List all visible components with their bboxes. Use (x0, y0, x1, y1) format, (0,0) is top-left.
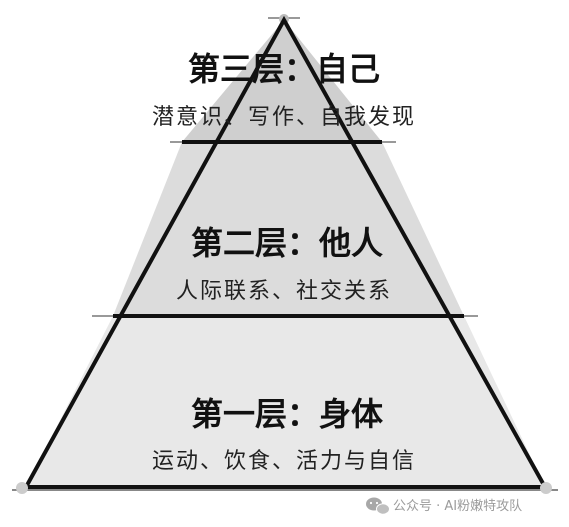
pyramid-layer-bottom (26, 316, 545, 487)
layer-bottom-title: 第一层：身体 (191, 395, 383, 433)
watermark-text: 公众号 · AI粉嫩特攻队 (393, 499, 522, 514)
base-right-dot (540, 482, 552, 494)
layer-top-title: 第三层：自己 (188, 50, 380, 88)
base-left-dot (16, 482, 28, 494)
wechat-icon (366, 497, 390, 515)
watermark: 公众号 · AI粉嫩特攻队 (366, 497, 522, 515)
pyramid-outline (22, 15, 549, 489)
layer-bottom-subtitle: 运动、饮食、活力与自信 (152, 449, 416, 474)
layer-top-subtitle: 潜意识、写作、自我发现 (152, 105, 416, 130)
layer-middle-title: 第二层：他人 (191, 224, 383, 262)
layer-middle-subtitle: 人际联系、社交关系 (176, 279, 392, 304)
